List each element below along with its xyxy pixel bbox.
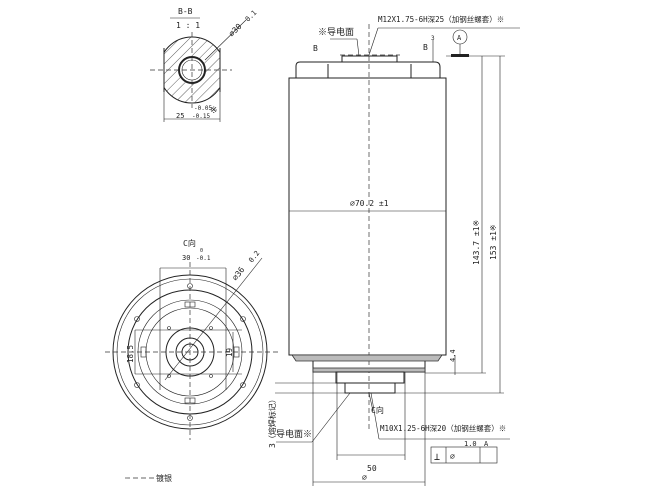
- height-153: 153 ±1※: [489, 224, 498, 260]
- perpendicularity-symbol: ⊥: [434, 452, 440, 463]
- section-dia: ⌀30: [227, 22, 244, 39]
- c-view-tol-up: 0: [200, 248, 203, 254]
- tolerance-dia: ⌀: [450, 452, 455, 461]
- c-view-dim-18-5: 18.5: [126, 345, 135, 363]
- c-view: C向 0 30 -0.1 18.5 19 ⌀36: [105, 238, 280, 440]
- conductive-surface-top: ※导电面: [318, 26, 354, 38]
- dim-50: 50: [367, 464, 377, 473]
- section-width: 25: [176, 112, 184, 120]
- bottom-thread-spec: M10X1.25-6H深20（加钢丝螺套）※: [380, 423, 506, 433]
- cut-label-left: B: [313, 44, 318, 53]
- c-view-title: C向: [183, 238, 196, 248]
- section-tol-up: -0.05: [194, 105, 212, 112]
- bottom-diameter: ⌀: [362, 473, 367, 482]
- main-elevation: ⌀70.2 ±1 B B 3 ※导电面 M12X1.75-6H深25（加钢丝螺套…: [267, 14, 520, 486]
- tolerance-value: 1.0: [464, 440, 477, 448]
- body-diameter: ⌀70.2 ±1: [350, 199, 389, 208]
- c-view-tol-low: -0.1: [196, 255, 211, 262]
- c-view-dim-19: 19: [225, 348, 234, 357]
- section-scale: 1 : 1: [176, 21, 200, 30]
- dim-4-4: 4.4: [449, 349, 457, 362]
- weld-mark: 3（熔焊标记）: [267, 395, 277, 448]
- legend-silver-plated: 镀银: [156, 473, 172, 483]
- c-view-width: 30: [182, 254, 190, 262]
- dim-3: 3: [431, 35, 435, 42]
- legend: 镀银: [125, 473, 172, 483]
- height-143: 143.7 ±1※: [472, 220, 481, 265]
- section-title: B-B: [178, 7, 193, 16]
- c-view-dia-tol: 0.2: [247, 249, 261, 264]
- section-dia-tol: 0.1: [244, 9, 259, 24]
- conductive-surface-bottom: 导电面※: [276, 428, 312, 440]
- tolerance-datum: A: [484, 440, 489, 448]
- datum-label: A: [457, 34, 462, 42]
- section-mark: ※: [210, 106, 218, 116]
- cut-label-right: B: [423, 43, 428, 52]
- section-b-b: B-B 1 : 1 ⌀30 0.1 -0.05 25 -0.15 ※: [150, 7, 258, 122]
- top-thread-spec: M12X1.75-6H深25（加钢丝螺套）※: [378, 14, 504, 24]
- c-view-dia: ⌀36: [230, 265, 246, 282]
- c-direction: C向: [371, 405, 384, 415]
- section-tol-low: -0.15: [192, 113, 210, 120]
